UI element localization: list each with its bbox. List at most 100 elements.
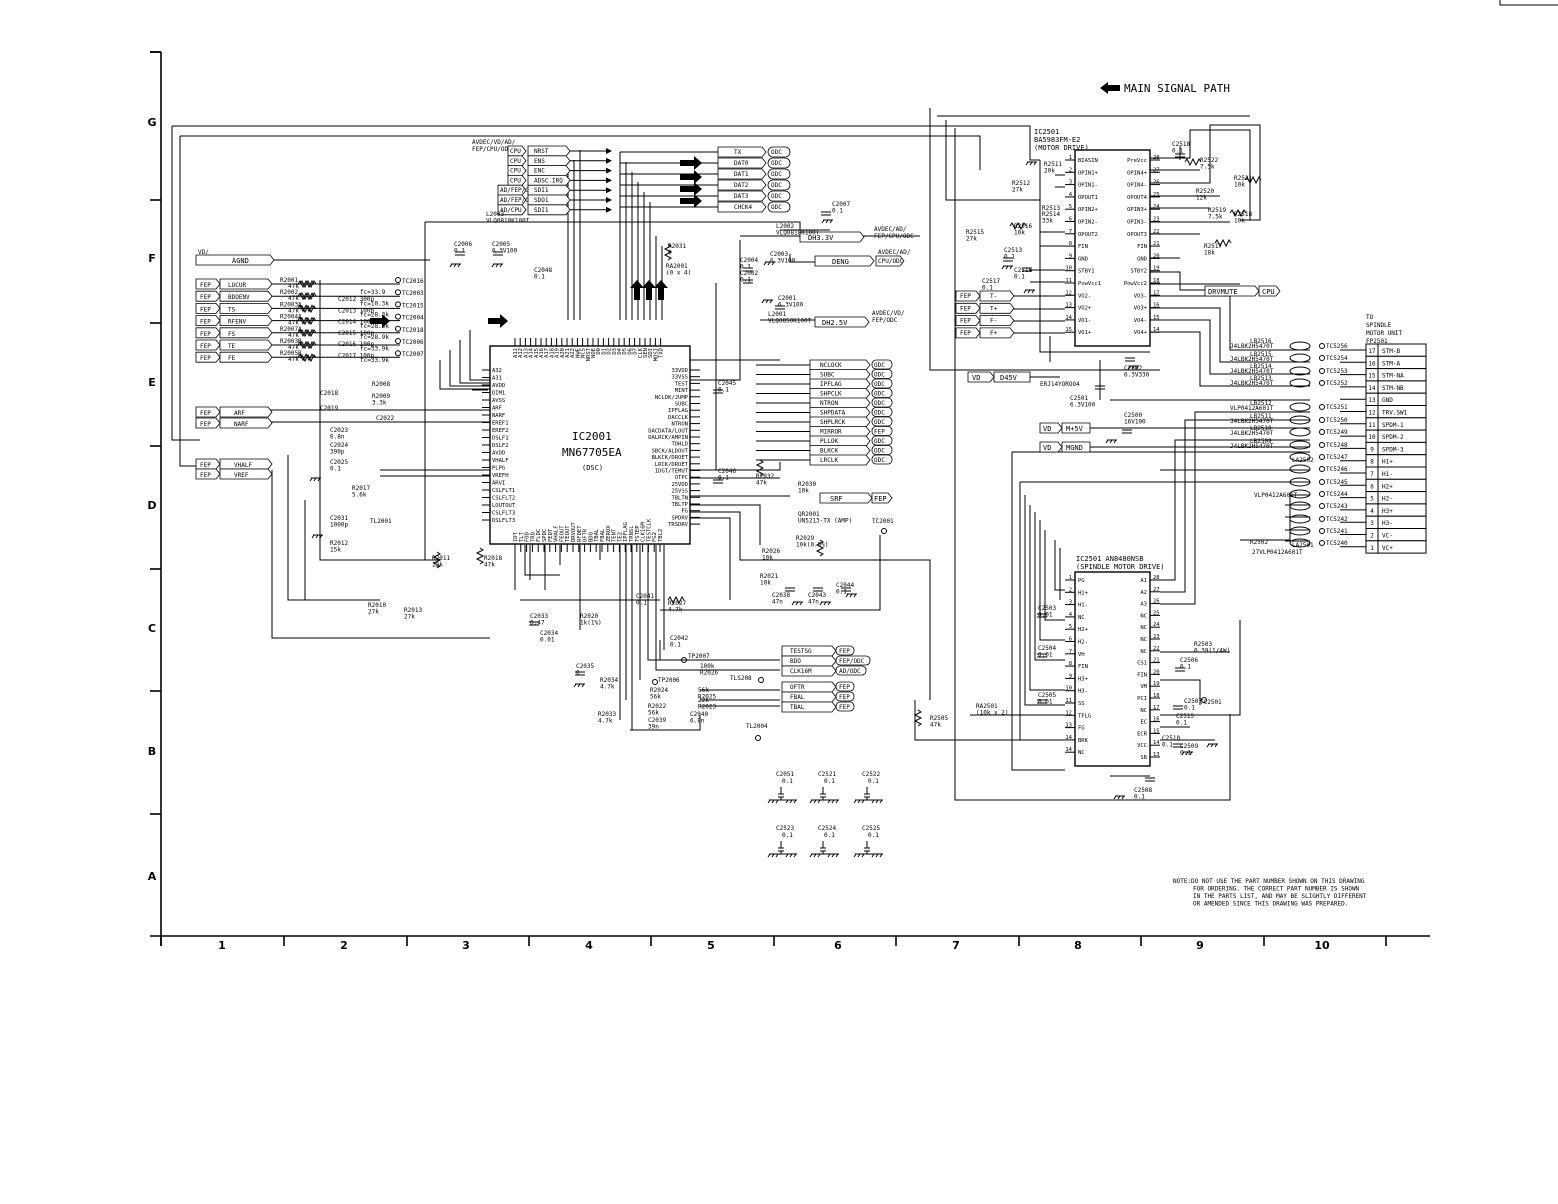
ground-symbol bbox=[1105, 439, 1117, 444]
top-bus-header-1: AVDEC/VD/AD/ bbox=[472, 139, 516, 146]
ic2001-right-pin: OTPC bbox=[675, 475, 688, 481]
coil-ref: LB2515 bbox=[1250, 351, 1272, 358]
ic2001-left-pin: CSLFLT1 bbox=[492, 488, 515, 494]
part-ref: RA2001 bbox=[666, 263, 688, 270]
test-point-symbol bbox=[395, 289, 401, 296]
ground-symbol bbox=[573, 683, 585, 688]
part-value: 27k bbox=[1012, 187, 1023, 194]
arrow-head-icon bbox=[606, 148, 612, 154]
resistor-ref: R2004A bbox=[280, 314, 302, 321]
part-value: 3.3k bbox=[372, 400, 387, 407]
cap-bank-symbol bbox=[812, 787, 838, 801]
capacitor-symbol bbox=[775, 305, 785, 310]
signal-name: LOCUR bbox=[228, 282, 246, 289]
ic2001-top-pin: NOE bbox=[591, 348, 597, 358]
ic2801-left-pin-name: TFLG bbox=[1078, 713, 1091, 719]
ic2801-right-pin-number: 22 bbox=[1153, 646, 1160, 652]
part-tl2001: TL2001 bbox=[370, 518, 392, 525]
ic2001-bottom-pin: CLK16M bbox=[641, 521, 647, 542]
ic2501-left-pin-name: GND bbox=[1078, 256, 1088, 262]
part-ref: TC2001 bbox=[872, 518, 894, 525]
m5v-net: VD M+5V bbox=[1039, 422, 1091, 434]
signal-name: BDOENV bbox=[228, 294, 250, 301]
ic2001-top-pin: A12 bbox=[518, 348, 524, 358]
resistor-ref: R2007A bbox=[280, 326, 302, 333]
part-ref: R2516 bbox=[1014, 223, 1032, 230]
capacitor-symbol bbox=[743, 267, 753, 272]
filter-cutoff: fc=33.9 bbox=[360, 289, 386, 296]
ic2001-top-pin: A21 bbox=[565, 348, 571, 358]
bottom-signal: OFTR bbox=[790, 684, 805, 691]
ic2001-bottom-pin: TRNSL bbox=[629, 525, 635, 542]
ferrite-bead-symbol bbox=[1289, 341, 1311, 351]
part-ref: 100k bbox=[700, 663, 715, 670]
test-point-symbol bbox=[395, 313, 401, 320]
bus-source: AD/FEP/CPU bbox=[500, 187, 537, 194]
connector-test-point: TC5244 bbox=[1326, 491, 1348, 498]
ic2501-right-pin-name: OPOUT4 bbox=[1127, 195, 1148, 201]
cap-bank-ref: C2522 bbox=[862, 771, 880, 778]
ic2001-left-pin: CSLFLT2 bbox=[492, 496, 515, 502]
bus-signal-tag bbox=[527, 204, 571, 216]
ic2001-bottom-pin: FEDT bbox=[548, 528, 554, 542]
ferrite-bead-symbol bbox=[1289, 501, 1311, 511]
filter-cap: C2015 100p bbox=[338, 330, 375, 337]
ic2801-left-pin-name: H1- bbox=[1078, 603, 1088, 609]
part-value: 7.5k bbox=[1200, 164, 1215, 171]
odc-signal-tag bbox=[717, 179, 767, 191]
part-ref: C2504 bbox=[1038, 645, 1056, 652]
part-value: 0 bbox=[576, 670, 580, 677]
ic2801-right-pin-number: 24 bbox=[1153, 622, 1160, 628]
part-value: 0.1 bbox=[636, 600, 647, 607]
test-point-symbol bbox=[881, 528, 887, 534]
signal-source: FEP bbox=[200, 294, 211, 301]
part-value: 0.1 bbox=[832, 208, 843, 215]
ground-symbol bbox=[785, 853, 797, 858]
connector-pin-number: 1 bbox=[1370, 545, 1374, 552]
ic2501-right-pin-name: VO3+ bbox=[1134, 306, 1148, 312]
ic2801-right-pin-name: A1 bbox=[1140, 578, 1147, 584]
ic2001-body bbox=[489, 345, 691, 545]
part-ref: C2046 bbox=[718, 468, 736, 475]
part-ref: L2001 bbox=[768, 311, 786, 318]
drvmute-net: DRVMUTE CPU bbox=[1204, 285, 1281, 297]
odc-signal-tag bbox=[717, 157, 767, 169]
ground-symbol bbox=[767, 853, 779, 858]
ic2001-right-pin: MINT bbox=[675, 388, 689, 394]
ic2501-right-pin-name: PowVcc2 bbox=[1124, 281, 1147, 287]
part-ref: C2042 bbox=[670, 635, 688, 642]
right-signal-tag bbox=[809, 454, 871, 466]
ic2001-bottom-pin: OFTR bbox=[583, 528, 589, 542]
part-ref: C2007 bbox=[832, 201, 850, 208]
ic2001-top-pin: A22 bbox=[570, 348, 576, 358]
signal-name: FS bbox=[228, 331, 236, 338]
col-ticks bbox=[160, 936, 1387, 946]
dh33v-name: DH3.3V bbox=[808, 234, 834, 242]
part-value: 1000p bbox=[330, 522, 348, 529]
ic2001-top-pin: SDI bbox=[648, 348, 654, 358]
right-signal: SHPLRCK bbox=[820, 419, 846, 426]
ic2001-part: MN67705EA bbox=[562, 446, 622, 459]
right-signal-tag bbox=[809, 416, 871, 428]
part-value: 6.3V100 bbox=[778, 302, 804, 309]
part-ref: R2022 bbox=[648, 703, 666, 710]
right-dst-tag bbox=[871, 426, 893, 436]
ic2801-right-pin-number: 23 bbox=[1153, 634, 1160, 640]
ic2001-top-pin: D4 bbox=[617, 347, 623, 354]
ic2001-left-pin: DSLF1 bbox=[492, 436, 509, 442]
connector-test-point: TC5250 bbox=[1326, 417, 1348, 424]
ic2801-left-pin-number: 14 bbox=[1065, 747, 1072, 753]
bus-source-tag bbox=[507, 175, 527, 186]
part-ref: C2023 bbox=[330, 427, 348, 434]
coil-part: J4LBK2H5470T bbox=[1230, 368, 1274, 375]
